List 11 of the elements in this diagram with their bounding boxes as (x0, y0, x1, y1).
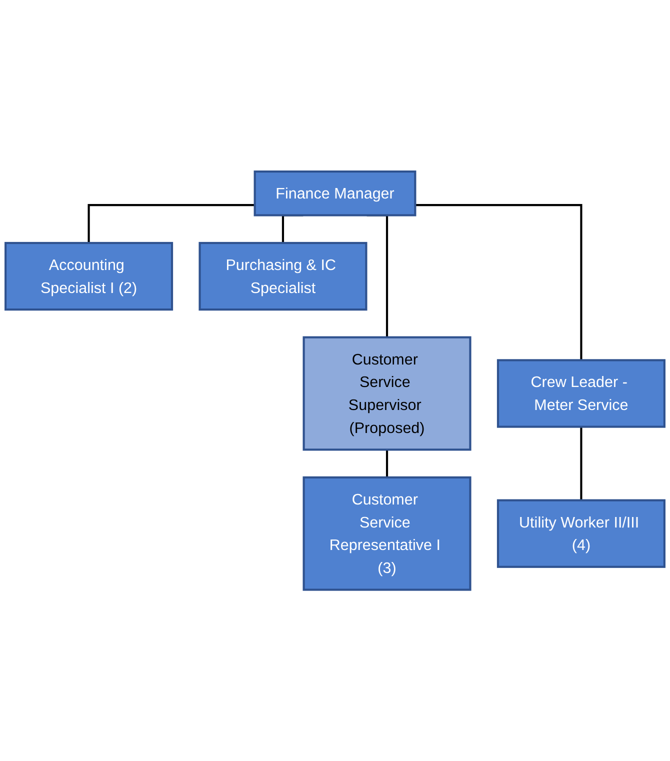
node-box: Customer Service Supervisor (Proposed) (302, 336, 472, 451)
connector (415, 204, 582, 360)
node-box: Utility Worker II/III (4) (496, 499, 666, 568)
connector (580, 426, 582, 500)
node-box: Purchasing & IC Specialist (198, 242, 368, 310)
node-box: Crew Leader - Meter Service (496, 359, 666, 428)
connector (386, 448, 388, 478)
connector (88, 204, 255, 243)
node-box: Accounting Specialist I (2) (4, 242, 174, 310)
node-box: Finance Manager (254, 170, 416, 216)
node-box: Customer Service Representative I (3) (302, 476, 472, 591)
